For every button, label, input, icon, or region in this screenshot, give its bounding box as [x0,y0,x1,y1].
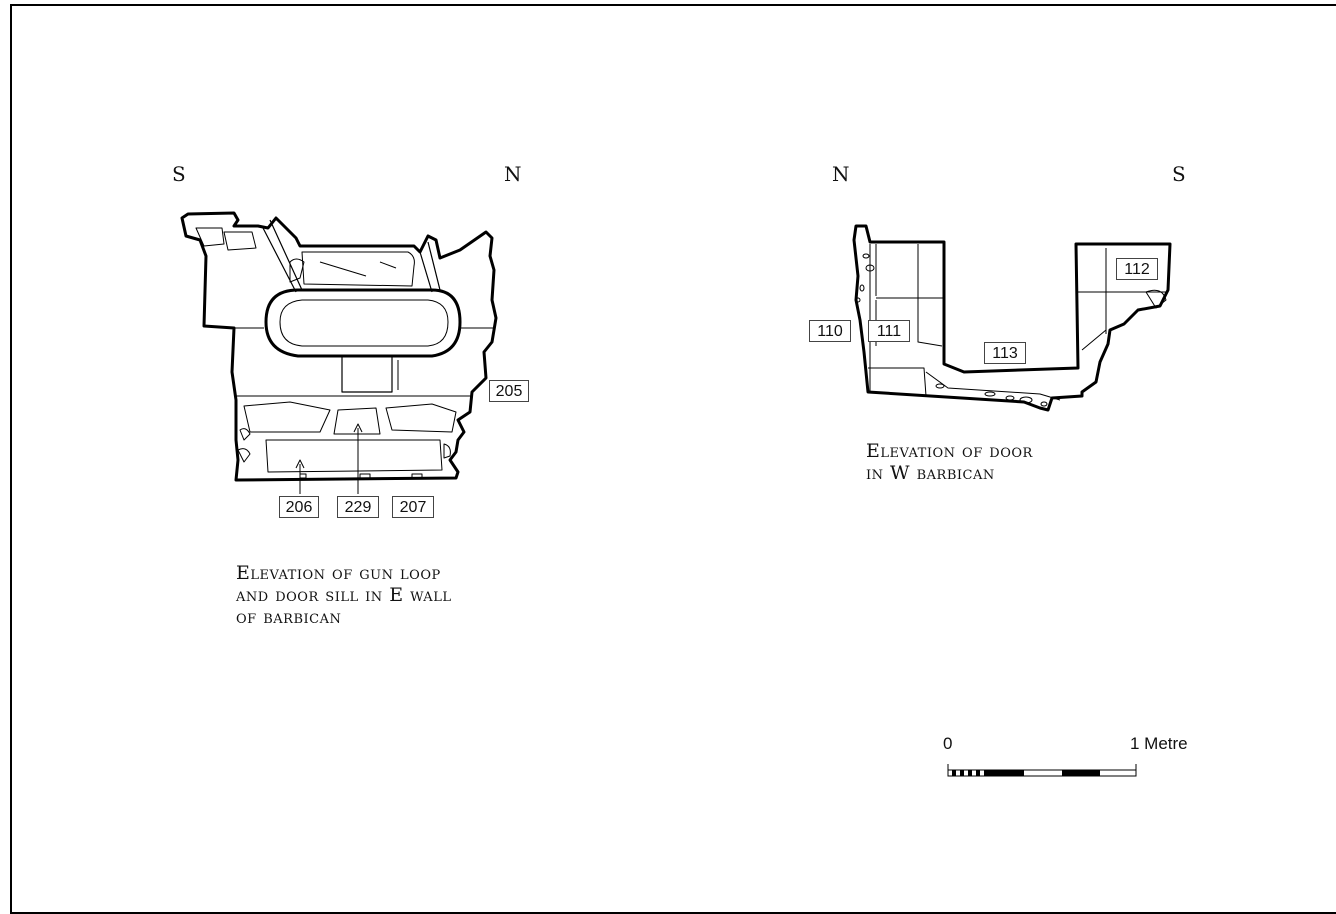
caption-gun-loop: Elevation of gun loop and door sill in E… [236,562,451,628]
caption-line: Elevation of door [866,440,1033,462]
compass-south-right: S [1172,162,1186,186]
caption-line: in W barbican [866,462,995,484]
context-label-205: 205 [489,380,529,402]
context-label-207: 207 [392,496,434,518]
scale-bar-graphic [947,764,1137,777]
door-elevation [852,224,1172,412]
scale-start-label: 0 [943,734,953,753]
context-label-112: 112 [1116,258,1158,280]
context-label-113: 113 [984,342,1026,364]
context-label-110: 110 [809,320,851,342]
context-label-111: 111 [868,320,910,342]
caption-line: and door sill in E wall [236,584,452,606]
compass-north-right: N [832,162,850,186]
scale-end-label: 1 Metre [1130,734,1188,753]
caption-line: of barbican [236,606,342,628]
context-label-229: 229 [337,496,379,518]
caption-line: Elevation of gun loop [236,562,441,584]
compass-north-left: N [504,162,522,186]
context-label-206: 206 [279,496,319,518]
compass-south-left: S [172,162,186,186]
caption-door: Elevation of door in W barbican [866,440,1033,484]
gun-loop-elevation [180,211,498,494]
